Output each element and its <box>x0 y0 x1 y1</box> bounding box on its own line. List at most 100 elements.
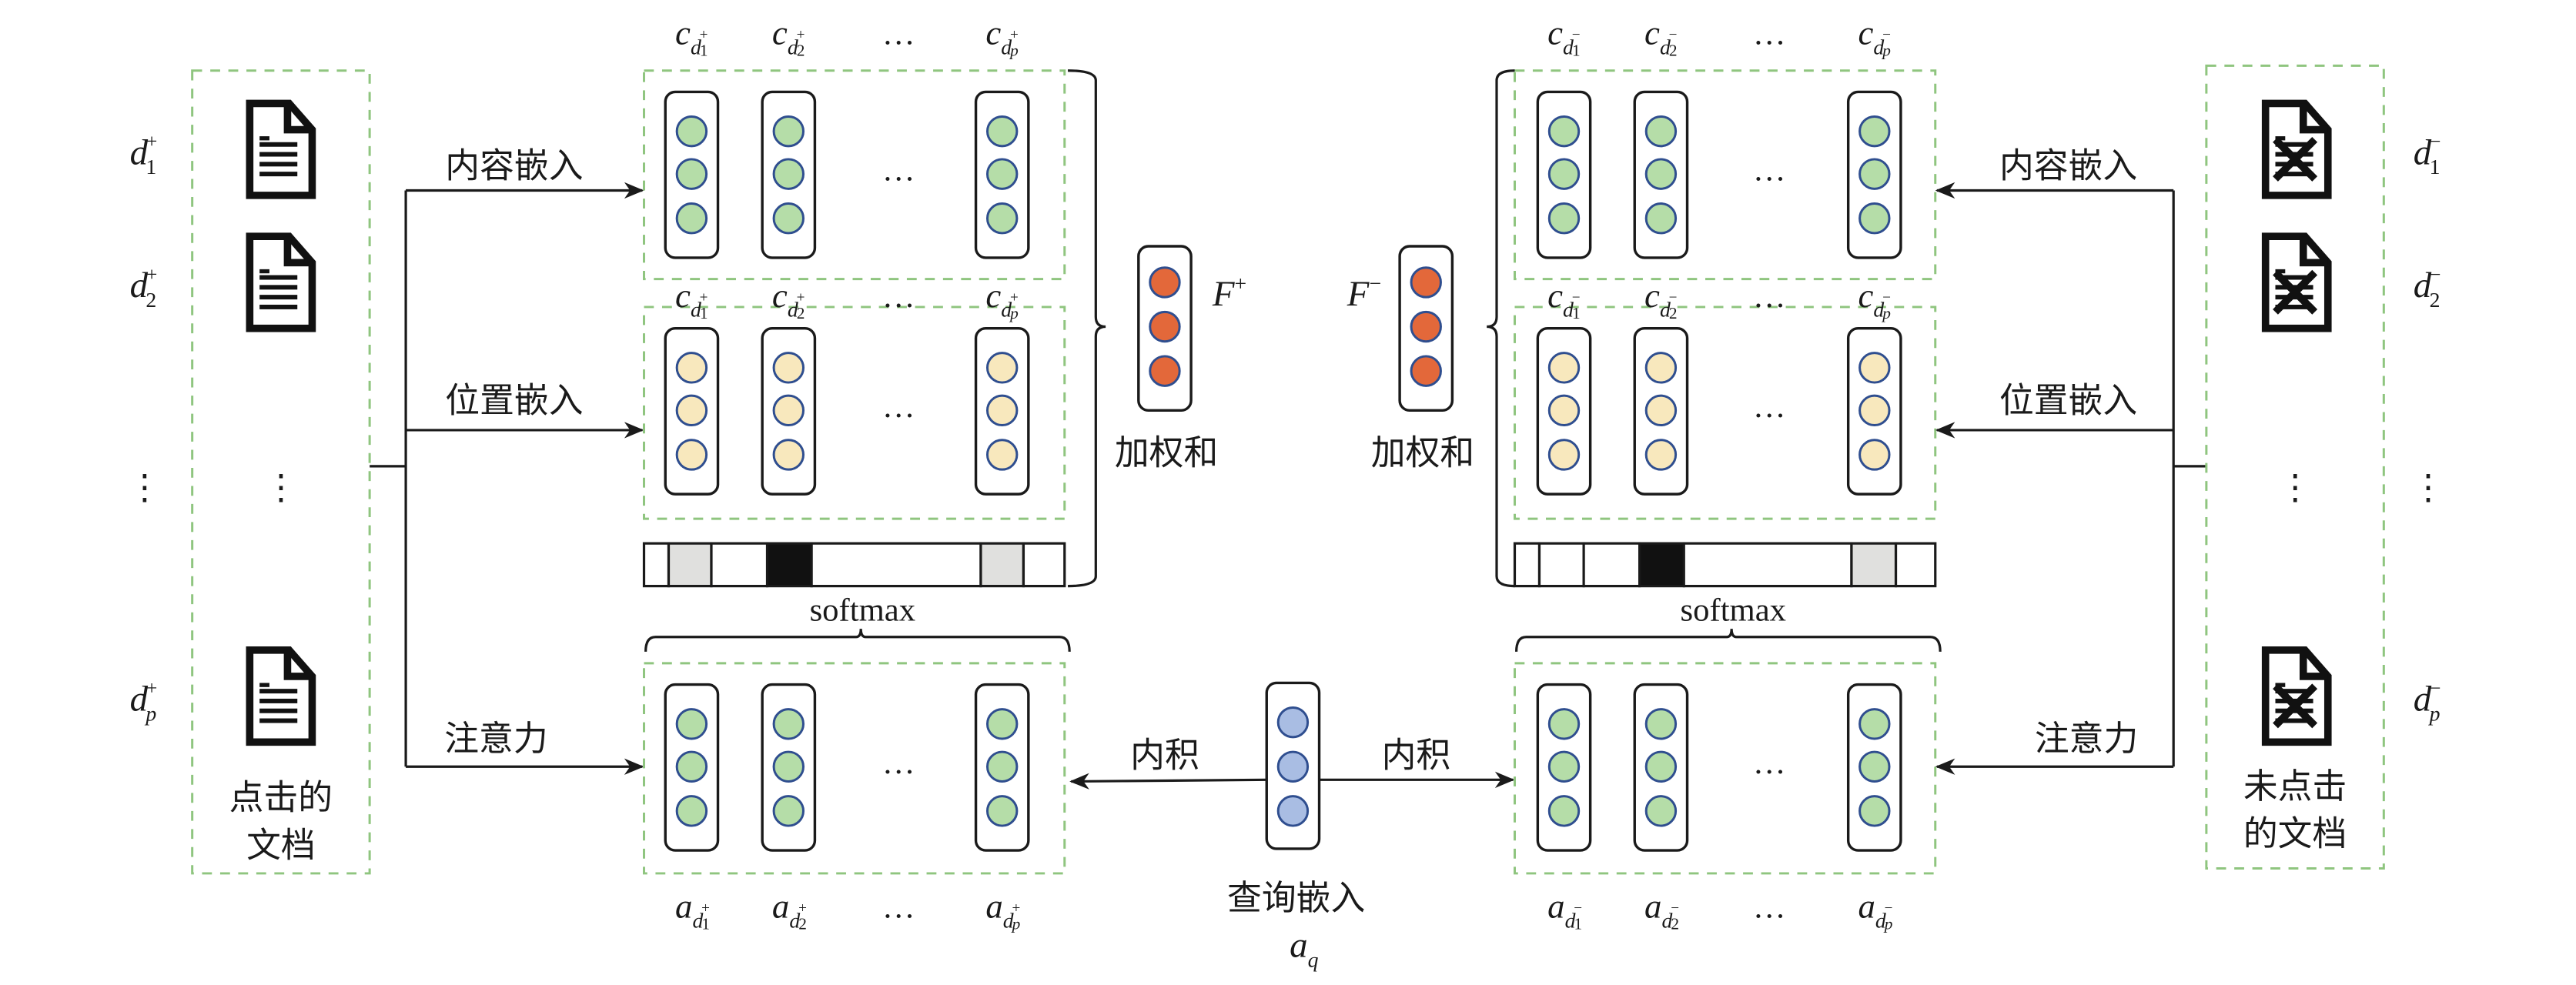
negative-position-group-box <box>1513 306 1937 520</box>
position-vector-node <box>772 394 805 427</box>
clicked-labels-ellipsis: ⋮ <box>127 467 162 508</box>
document-label: d+1 <box>130 130 158 179</box>
attention-vector-node <box>985 795 1019 827</box>
position-vector-node <box>675 394 708 427</box>
attention-weight-cell <box>1582 542 1641 588</box>
unclicked-docs-caption-line1: 未点击 <box>2243 766 2347 806</box>
unclicked-documents-box <box>2205 64 2385 870</box>
positive-content-group-box <box>643 69 1066 281</box>
negative-softmax-attention-bar <box>1513 542 1937 588</box>
attention-vector-node <box>985 750 1019 783</box>
negative-softmax-label: softmax <box>1681 592 1786 628</box>
document-icon <box>249 103 312 195</box>
unclicked-labels-ellipsis: ⋮ <box>2411 467 2446 508</box>
query-embedding: 内积 内积 查询嵌入 aq <box>1069 681 1515 972</box>
unclicked-docs-caption-line2: 的文档 <box>2243 813 2347 854</box>
content-vector-node <box>1547 202 1581 235</box>
negative-feature-node <box>1410 310 1442 343</box>
content-vector-node <box>675 202 708 235</box>
position-vector-label: … <box>882 279 915 315</box>
content-vector-node <box>1547 115 1581 148</box>
position-vector-label: cd−p <box>1858 276 1891 322</box>
negative-weighted-sum-brace <box>1487 69 1515 588</box>
position-vector-node <box>985 352 1019 384</box>
content-vector-label: … <box>882 16 915 52</box>
negative-weighted-sum-label: 加权和 <box>1371 432 1474 473</box>
positive-weighted-sum-brace <box>1068 69 1106 588</box>
clicked-doc-labels: d+1d+2d+p <box>130 130 158 726</box>
attention-vector-node <box>675 795 708 827</box>
crossed-document-icon <box>2266 236 2328 328</box>
positive-position-group-box <box>643 306 1066 520</box>
attention-weight-cell <box>810 542 982 588</box>
content-vector-node <box>1858 158 1891 190</box>
attention-vector-node <box>1858 708 1891 740</box>
position-vector-node <box>772 352 805 384</box>
document-icon <box>249 650 312 742</box>
clicked-docs-caption-line1: 点击的 <box>229 777 333 818</box>
content-vector-node <box>1644 158 1678 190</box>
content-vector-label: cd+2 <box>772 14 805 60</box>
position-vector-node <box>1858 439 1891 471</box>
attention-vector-label: … <box>882 890 915 926</box>
negative-feature-node <box>1410 355 1442 387</box>
attention-weight-cell <box>1022 542 1066 588</box>
position-vector-node <box>1547 352 1581 384</box>
positive-softmax-brace <box>644 629 1071 652</box>
right-position-label: 位置嵌入 <box>1999 379 2137 420</box>
attention-weight-cell <box>765 542 813 588</box>
positive-feature-node <box>1149 310 1181 343</box>
position-vector-node <box>1547 439 1581 471</box>
position-vector-label: cd+p <box>985 276 1019 322</box>
crossed-document-icon <box>2266 103 2328 195</box>
unclicked-doc-labels: d−1d−2d−p <box>2414 130 2441 726</box>
content-vector-node <box>675 115 708 148</box>
attention-vector-node <box>772 708 805 740</box>
negative-inner-product-label: 内积 <box>1382 734 1451 775</box>
position-vector-label: cd+2 <box>772 276 805 322</box>
attention-vector-label: ad+2 <box>772 887 807 933</box>
content-vector-node <box>985 202 1019 235</box>
query-to-positive-arrow <box>1069 773 1267 790</box>
horizontal-ellipsis: … <box>882 152 915 189</box>
attention-vector-node <box>772 795 805 827</box>
content-vector-node <box>1644 115 1678 148</box>
content-vector-node <box>675 158 708 190</box>
attention-vector-label: ad−1 <box>1547 887 1582 933</box>
content-vector-node <box>1644 202 1678 235</box>
position-vector-node <box>1644 352 1678 384</box>
attention-weight-cell <box>667 542 713 588</box>
position-vector-node <box>675 439 708 471</box>
horizontal-ellipsis: … <box>882 745 915 781</box>
position-vector-node <box>1547 394 1581 427</box>
attention-vector-label: ad−p <box>1858 887 1892 933</box>
positive-softmax-attention-bar <box>642 542 1066 588</box>
position-vector-label: … <box>1753 279 1786 315</box>
document-icon <box>249 236 312 328</box>
clicked-documents-box <box>191 69 371 875</box>
content-vector-node <box>772 202 805 235</box>
crossed-document-icon <box>2266 650 2328 742</box>
position-vector-node <box>1858 352 1891 384</box>
positive-inner-product-label: 内积 <box>1130 734 1199 775</box>
positive-feature-label: F+ <box>1212 272 1246 314</box>
position-vector-label: cd+1 <box>675 276 708 322</box>
right-attention-label: 注意力 <box>2035 718 2138 759</box>
horizontal-ellipsis: … <box>1753 745 1786 781</box>
left-branch-connectors: 内容嵌入 位置嵌入 注意力 <box>370 145 644 775</box>
content-vector-label: cd−p <box>1858 14 1891 60</box>
attention-vector-label: ad−2 <box>1644 887 1679 933</box>
clicked-documents-group: ⋮ 点击的 文档 <box>191 69 371 875</box>
query-embedding-label: 查询嵌入 <box>1227 877 1365 918</box>
query-node <box>1276 750 1310 783</box>
query-node <box>1276 795 1310 827</box>
document-label: d−2 <box>2414 263 2441 312</box>
left-content-label: 内容嵌入 <box>445 145 583 185</box>
unclicked-doc-icons <box>2266 103 2328 742</box>
positive-weighted-sum-label: 加权和 <box>1115 432 1218 473</box>
